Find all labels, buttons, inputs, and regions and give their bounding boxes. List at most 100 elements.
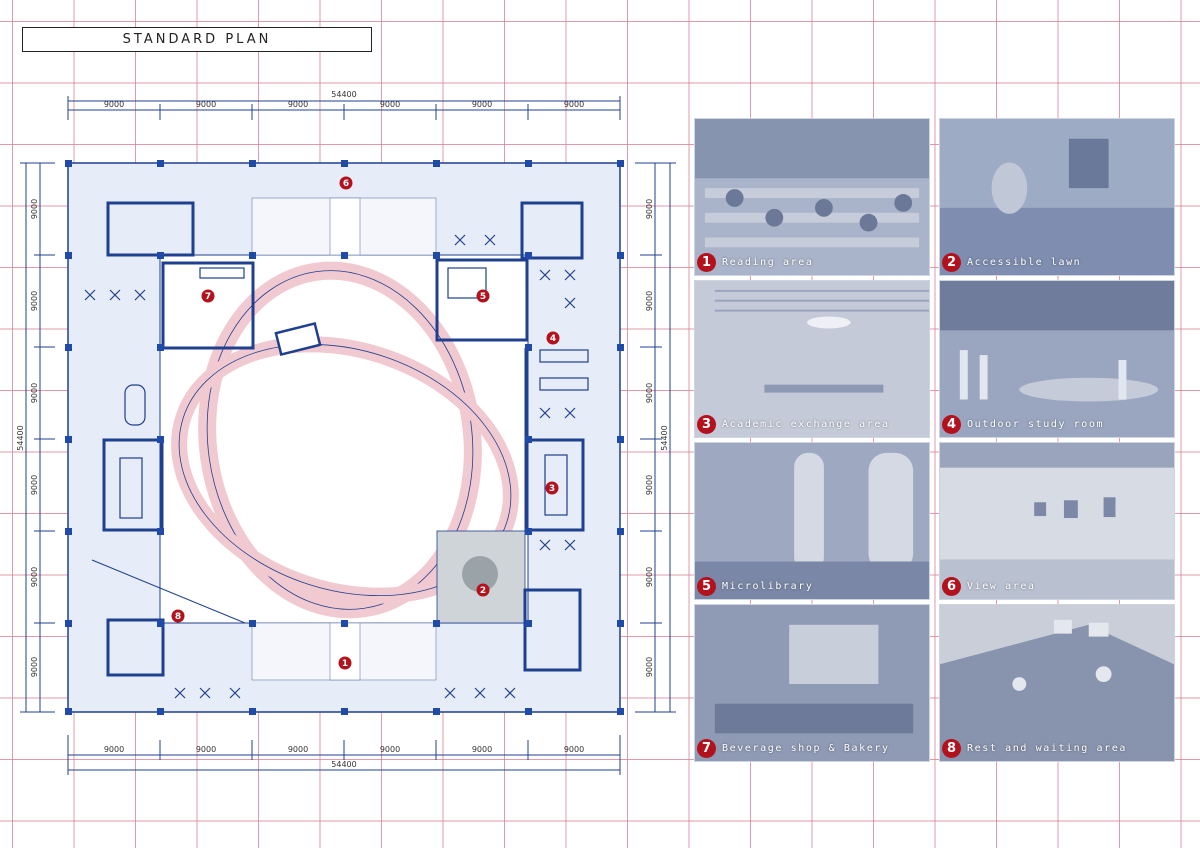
structural-columns (65, 160, 624, 715)
dim-top-3: 9000 (288, 100, 308, 109)
dim-top-6: 9000 (564, 100, 584, 109)
photo-label-3: Academic exchange area (722, 419, 890, 430)
dim-top-5: 9000 (472, 100, 492, 109)
photo-number-3: 3 (697, 415, 716, 434)
dim-total-bottom: 54400 (331, 760, 356, 769)
top-staircase (251, 197, 437, 256)
room-walls (102, 201, 585, 677)
ramp-loop (171, 261, 519, 619)
dim-right-3: 9000 (645, 383, 654, 403)
caption-beverage-shop-bakery: 7 Beverage shop & Bakery (695, 739, 890, 758)
photo-beverage-bakery-image (695, 605, 929, 761)
dim-right-1: 9000 (645, 199, 654, 219)
dim-right-4: 9000 (645, 475, 654, 495)
photo-accessible-lawn-image (940, 119, 1174, 275)
dim-top-1: 9000 (104, 100, 124, 109)
photo-number-1: 1 (697, 253, 716, 272)
right-dimension-lines (635, 162, 676, 713)
photo-label-6: View area (967, 581, 1036, 592)
plan-marker-6: 6 (339, 176, 353, 190)
dim-top-4: 9000 (380, 100, 400, 109)
dim-left-3: 9000 (30, 383, 39, 403)
furniture (84, 234, 589, 699)
photo-number-6: 6 (942, 577, 961, 596)
plan-marker-4: 4 (546, 331, 560, 345)
svg-text:1: 1 (342, 659, 348, 669)
dim-right-2: 9000 (645, 291, 654, 311)
dim-right-5: 9000 (645, 567, 654, 587)
photo-number-7: 7 (697, 739, 716, 758)
plan-marker-7: 7 (201, 289, 215, 303)
photo-outdoor-study-room: 4 Outdoor study room (939, 280, 1175, 438)
plan-marker-2: 2 (476, 583, 490, 597)
dim-top-2: 9000 (196, 100, 216, 109)
bottom-staircase (251, 622, 437, 681)
photo-number-2: 2 (942, 253, 961, 272)
photo-label-7: Beverage shop & Bakery (722, 743, 890, 754)
caption-view-area: 6 View area (940, 577, 1036, 596)
photo-label-5: Microlibrary (722, 581, 814, 592)
top-dimension-labels: 54400 9000 9000 9000 9000 9000 9000 (104, 90, 584, 109)
svg-text:2: 2 (480, 586, 486, 596)
caption-microlibrary: 5 Microlibrary (695, 577, 813, 596)
photo-academic-exchange-area: 3 Academic exchange area (694, 280, 930, 438)
photo-outdoor-study-image (940, 281, 1174, 437)
dim-right-6: 9000 (645, 657, 654, 677)
photo-academic-exchange-image (695, 281, 929, 437)
bottom-dimension-lines (67, 735, 621, 775)
photo-microlibrary: 5 Microlibrary (694, 442, 930, 600)
dim-total-top: 54400 (331, 90, 356, 99)
dim-left-2: 9000 (30, 291, 39, 311)
dim-bottom-2: 9000 (196, 745, 216, 754)
dim-left-1: 9000 (30, 199, 39, 219)
svg-text:5: 5 (480, 292, 486, 302)
plan-marker-8: 8 (171, 609, 185, 623)
photo-rest-waiting-area: 8 Rest and waiting area (939, 604, 1175, 762)
dim-bottom-1: 9000 (104, 745, 124, 754)
dim-bottom-4: 9000 (380, 745, 400, 754)
photo-number-5: 5 (697, 577, 716, 596)
caption-rest-waiting-area: 8 Rest and waiting area (940, 739, 1127, 758)
dim-left-5: 9000 (30, 567, 39, 587)
top-dimension-lines (67, 96, 621, 120)
svg-text:7: 7 (205, 292, 211, 302)
lawn-tree (462, 556, 498, 592)
left-dimension-labels: 54400 9000 9000 9000 9000 9000 9000 (16, 199, 39, 677)
plan-marker-3: 3 (545, 481, 559, 495)
right-dimension-labels: 9000 9000 9000 9000 9000 9000 54400 (645, 199, 669, 677)
page-title: STANDARD PLAN (122, 32, 272, 47)
photo-reading-area-image (695, 119, 929, 275)
photo-microlibrary-image (695, 443, 929, 599)
dim-total-right: 54400 (660, 425, 669, 450)
photo-accessible-lawn: 2 Accessible lawn (939, 118, 1175, 276)
plan-marker-1: 1 (338, 656, 352, 670)
diagonal-wall (91, 559, 246, 624)
bottom-dimension-labels: 9000 9000 9000 9000 9000 9000 54400 (104, 745, 584, 769)
svg-text:4: 4 (550, 334, 556, 344)
plan-marker-5: 5 (476, 289, 490, 303)
dim-left-4: 9000 (30, 475, 39, 495)
caption-outdoor-study-room: 4 Outdoor study room (940, 415, 1104, 434)
dim-bottom-3: 9000 (288, 745, 308, 754)
photo-beverage-shop-bakery: 7 Beverage shop & Bakery (694, 604, 930, 762)
dim-total-left: 54400 (16, 425, 25, 450)
caption-academic-exchange-area: 3 Academic exchange area (695, 415, 890, 434)
photo-label-2: Accessible lawn (967, 257, 1082, 268)
photo-label-1: Reading area (722, 257, 814, 268)
caption-accessible-lawn: 2 Accessible lawn (940, 253, 1081, 272)
dim-bottom-5: 9000 (472, 745, 492, 754)
photo-number-8: 8 (942, 739, 961, 758)
svg-text:8: 8 (175, 612, 181, 622)
photo-view-area-image (940, 443, 1174, 599)
photo-reading-area: 1 Reading area (694, 118, 930, 276)
photo-view-area: 6 View area (939, 442, 1175, 600)
dim-left-6: 9000 (30, 657, 39, 677)
photo-number-4: 4 (942, 415, 961, 434)
photo-label-4: Outdoor study room (967, 419, 1105, 430)
dim-bottom-6: 9000 (564, 745, 584, 754)
left-dimension-lines (20, 162, 55, 713)
caption-reading-area: 1 Reading area (695, 253, 813, 272)
svg-text:3: 3 (549, 484, 555, 494)
photo-rest-waiting-image (940, 605, 1174, 761)
